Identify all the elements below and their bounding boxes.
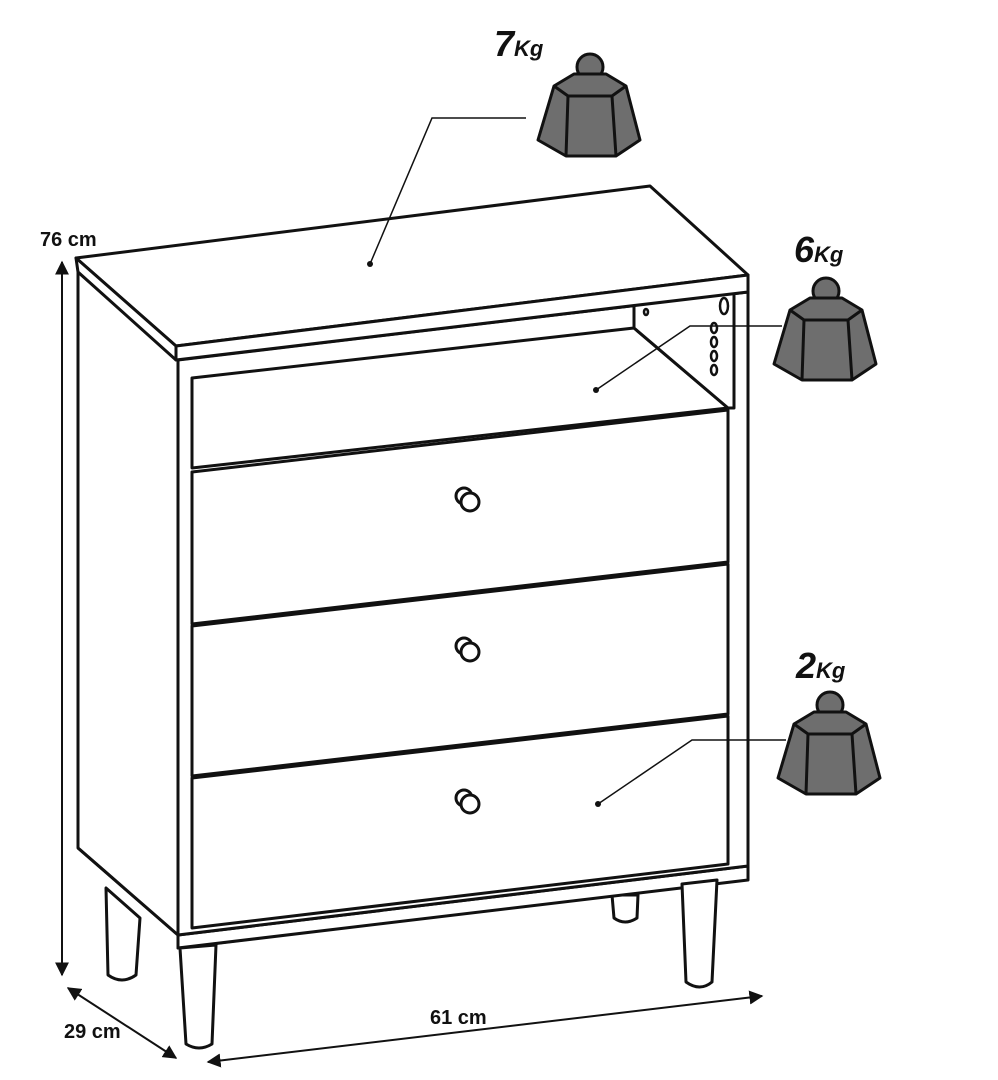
weight-icon	[536, 52, 642, 158]
width-dimension-line	[206, 990, 764, 1068]
leader-dots	[367, 261, 601, 807]
leader-lines	[369, 117, 786, 805]
drawer-1	[190, 408, 730, 626]
depth-dimension-line	[66, 987, 178, 1059]
front-right-leg	[680, 878, 719, 989]
front-left-leg	[178, 943, 218, 1050]
back-right-leg	[610, 893, 640, 924]
leader-drawer	[597, 739, 786, 805]
drawer-2	[190, 562, 730, 778]
width-label: 61 cm	[430, 1007, 487, 1029]
knob-icon	[454, 636, 481, 663]
weight-icon	[772, 276, 878, 382]
load-label-drawer: 2Kg	[795, 645, 846, 686]
weight-icon	[776, 690, 882, 796]
leader-top	[369, 117, 526, 265]
drawer-knobs	[454, 486, 481, 815]
load-label-shelf: 6Kg	[794, 229, 844, 270]
top-slab-side	[74, 256, 178, 362]
load-label-top: 7Kg	[494, 23, 544, 64]
knob-icon	[454, 788, 481, 815]
dresser	[74, 184, 750, 1050]
drawer-3	[190, 714, 730, 930]
height-label: 76 cm	[40, 229, 97, 251]
shelf-pin-holes	[642, 296, 730, 377]
left-side-panel	[76, 270, 180, 937]
leader-shelf	[595, 325, 782, 391]
dimension-lines	[55, 260, 764, 1068]
depth-label: 29 cm	[64, 1021, 121, 1043]
knob-icon	[454, 486, 481, 513]
back-left-leg	[104, 886, 142, 982]
